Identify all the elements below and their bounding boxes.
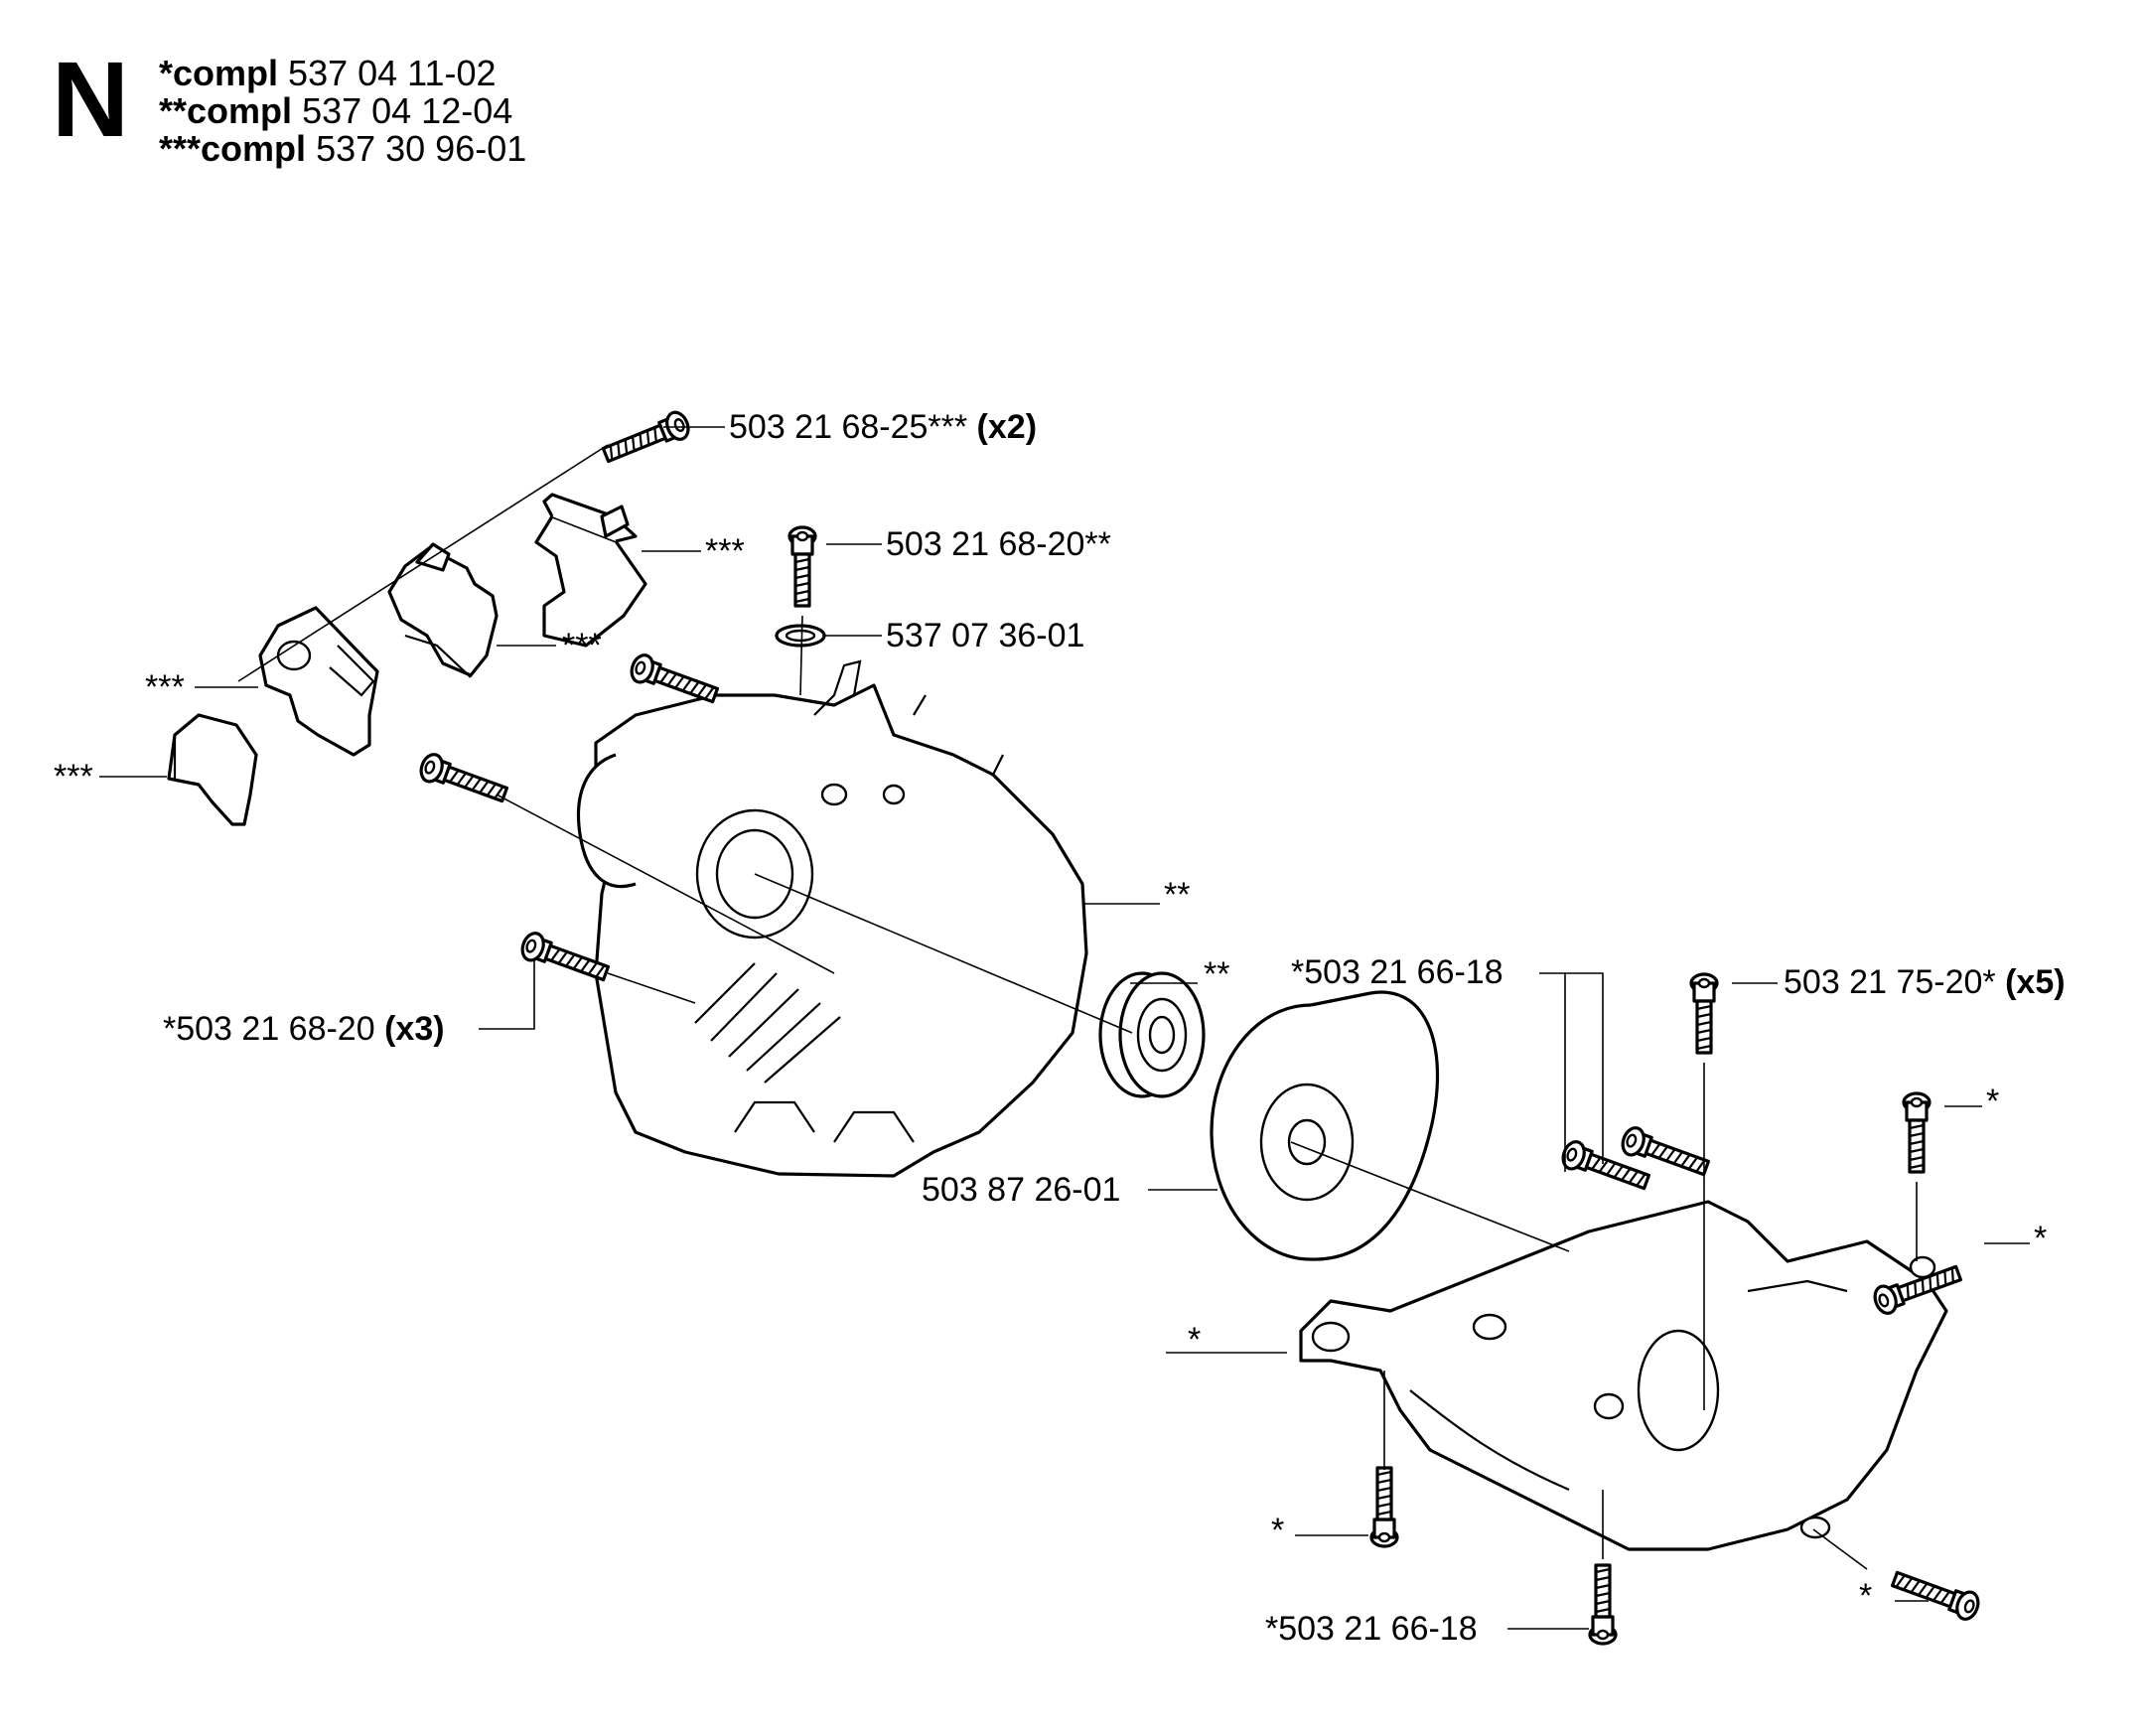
- compl-number: 537 04 11-02: [288, 53, 497, 93]
- bolt-icon: [1588, 1563, 1618, 1646]
- cover-housing-left: [258, 606, 379, 757]
- callout-label: *: [1188, 1321, 1201, 1359]
- compl-label: **compl: [159, 90, 293, 131]
- crankcase-half-front: [576, 659, 1088, 1178]
- callout-label: **: [1164, 876, 1190, 914]
- bolt-icon: [626, 651, 722, 710]
- compl-number: 537 30 96-01: [316, 128, 527, 169]
- callout-labels: 503 21 68-25*** (x2) *** 503 21 68-20** …: [54, 408, 2066, 1648]
- cover-bracket-top: [534, 493, 647, 648]
- compl-label: ***compl: [159, 128, 307, 169]
- bolt-icon: [787, 525, 817, 608]
- crankcase-half-rear: [1299, 1200, 1948, 1551]
- bolt-icon: [1689, 972, 1719, 1055]
- compl-label: *compl: [159, 53, 279, 93]
- spring-clip: [775, 624, 826, 648]
- clutch-drum: [1210, 990, 1440, 1261]
- compl-number: 537 04 12-04: [302, 90, 513, 131]
- compl-line-2: **compl 537 04 12-04: [159, 93, 512, 129]
- cover-half-shell: [167, 713, 258, 826]
- callout-label: 537 07 36-01: [886, 617, 1084, 654]
- callout-label: 503 21 68-20**: [886, 525, 1111, 563]
- bolt-icon: [415, 750, 511, 809]
- bolt-icon: [599, 407, 694, 470]
- callout-label: **: [1204, 955, 1229, 993]
- bearing: [1098, 971, 1206, 1098]
- callout-label: ***: [54, 758, 93, 796]
- cover-clip-upper: [387, 542, 499, 678]
- compl-line-1: *compl 537 04 11-02: [159, 56, 497, 91]
- callout-label: 503 21 68-25*** (x2): [729, 408, 1037, 446]
- callout-label: ***: [145, 668, 185, 706]
- leader-lines: [99, 426, 2030, 1630]
- callout-label: ***: [705, 532, 745, 570]
- compl-line-3: ***compl 537 30 96-01: [159, 131, 526, 167]
- bolt-icon: [1369, 1466, 1399, 1548]
- callout-label: *503 21 66-18: [1265, 1610, 1478, 1648]
- section-letter: N: [52, 39, 129, 159]
- bolt-icon: [1902, 1091, 1932, 1174]
- callout-label: 503 87 26-01: [922, 1171, 1120, 1209]
- callout-label: *: [1986, 1083, 1999, 1120]
- callout-label: *503 21 68-20 (x3): [163, 1010, 445, 1048]
- callout-label: *: [1271, 1512, 1284, 1549]
- callout-label: *: [1859, 1577, 1872, 1615]
- callout-label: 503 21 75-20* (x5): [1784, 963, 2066, 1001]
- assembly-lines: [237, 444, 1918, 1570]
- callout-label: *503 21 66-18: [1291, 953, 1503, 991]
- bolt-icon: [1888, 1564, 1984, 1624]
- callout-label: *: [2034, 1220, 2047, 1257]
- callout-label: ***: [562, 627, 602, 664]
